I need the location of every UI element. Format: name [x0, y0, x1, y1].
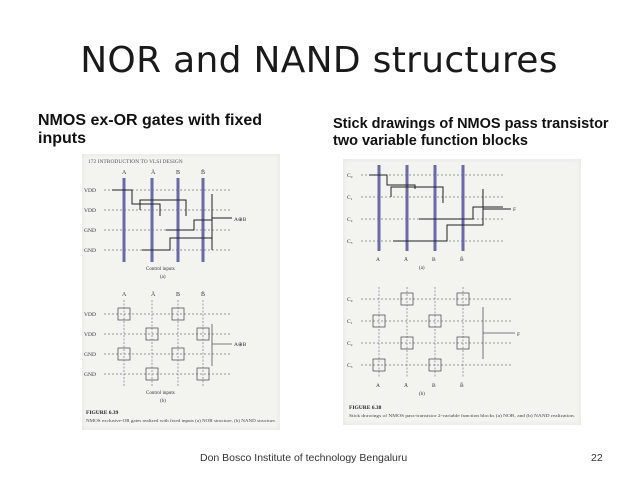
col-label: A	[376, 383, 380, 389]
nor-nand-xor-diagram: 172 INTRODUCTION TO VLSI DESIGN A Ā B B…	[84, 159, 276, 424]
slide-title: NOR and NAND structures	[80, 40, 558, 81]
col-label: A	[122, 292, 127, 298]
control-label: C₀	[347, 173, 353, 179]
control-caption: Control inputs	[146, 267, 175, 272]
col-label: B	[432, 383, 436, 389]
sub-caption: (a)	[419, 266, 425, 271]
col-label: B̄	[460, 382, 464, 389]
control-label: C₃	[347, 363, 353, 369]
control-label: C₁	[347, 319, 353, 325]
rail-label: GND	[84, 228, 96, 234]
right-heading: Stick drawings of NMOS pass transistor t…	[333, 116, 609, 149]
col-label: Ā	[404, 256, 408, 263]
col-label: A	[376, 257, 380, 263]
control-label: C₂	[347, 217, 353, 223]
output-label: F	[517, 332, 520, 338]
rail-label: GND	[84, 248, 96, 254]
footer-institution: Don Bosco Institute of technology Bengal…	[200, 452, 408, 464]
col-label: Ā	[151, 169, 156, 176]
rail-label: GND	[84, 372, 96, 378]
rail-label: VDD	[84, 208, 96, 214]
rail-label: VDD	[84, 332, 96, 338]
col-label: A	[122, 170, 127, 176]
figure-label: FIGURE 6.39	[86, 410, 119, 416]
col-label: Ā	[151, 291, 156, 298]
output-label: A⊕B	[234, 342, 247, 348]
sub-caption: (a)	[160, 275, 166, 280]
right-scanned-figure: C₀ C₁ C₂ C₃ F A Ā B B̄	[343, 159, 581, 425]
control-label: C₁	[347, 195, 353, 201]
col-label: B̄	[460, 256, 464, 263]
left-heading: NMOS ex-OR gates with fixed inputs	[38, 112, 263, 147]
left-scanned-figure: 172 INTRODUCTION TO VLSI DESIGN A Ā B B…	[82, 154, 280, 430]
rail-label: GND	[84, 352, 96, 358]
col-label: B̄	[201, 291, 205, 298]
figure-caption: Stick drawings of NMOS pass-transistor 2…	[349, 413, 575, 419]
col-label: Ā	[404, 382, 408, 389]
control-label: C₂	[347, 341, 353, 347]
sub-caption: (b)	[160, 399, 166, 404]
col-label: B	[176, 292, 180, 298]
col-label: B	[432, 257, 436, 263]
page-header: 172 INTRODUCTION TO VLSI DESIGN	[88, 159, 183, 165]
page-number: 22	[591, 452, 603, 464]
rail-label: VDD	[84, 312, 96, 318]
output-label: A⊕B	[234, 217, 247, 223]
rail-label: VDD	[84, 188, 96, 194]
control-label: C₃	[347, 239, 353, 245]
col-label: B	[176, 170, 180, 176]
figure-caption: NMOS exclusive-OR gates realized with fi…	[86, 418, 276, 424]
output-label: F	[513, 207, 516, 213]
figure-label: FIGURE 6.38	[349, 405, 382, 411]
sub-caption: (b)	[419, 392, 425, 397]
col-label: B̄	[201, 169, 205, 176]
control-caption: Control inputs	[146, 391, 175, 396]
pass-transistor-stick-diagram: C₀ C₁ C₂ C₃ F A Ā B B̄	[347, 165, 575, 419]
control-label: C₀	[347, 297, 353, 303]
